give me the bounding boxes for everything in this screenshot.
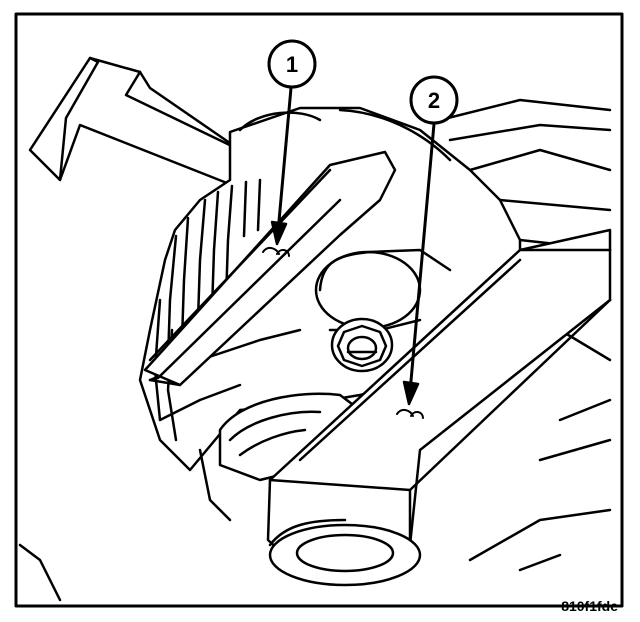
callout-1-label: 1 bbox=[286, 52, 298, 77]
callout-arrow-1 bbox=[262, 86, 293, 257]
callout-1: 1 bbox=[267, 39, 317, 89]
callout-2: 2 bbox=[409, 75, 459, 125]
pivot-bolt bbox=[330, 317, 394, 373]
upper-bracket bbox=[28, 56, 242, 187]
callout-arrow-2 bbox=[396, 122, 436, 419]
callout-2-label: 2 bbox=[428, 88, 440, 113]
lower-control-arm bbox=[266, 228, 612, 587]
figure-id-label: 810f1fde bbox=[561, 598, 618, 614]
figure-border bbox=[14, 12, 624, 608]
